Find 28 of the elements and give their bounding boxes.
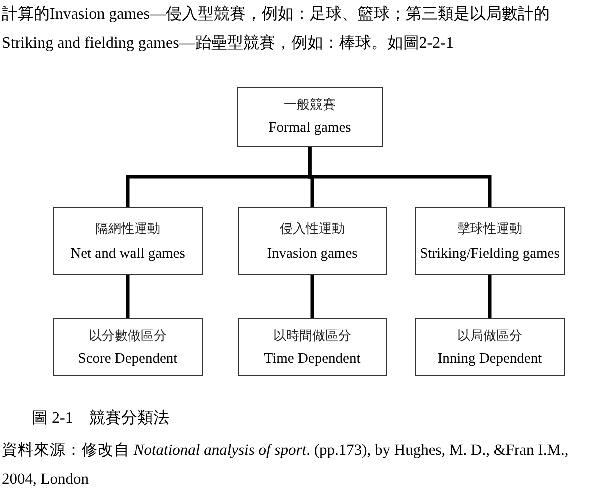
figure-caption: 圖 2-1 競賽分類法	[32, 408, 170, 429]
category-box	[415, 207, 565, 275]
english-label: Score Dependent	[77, 351, 179, 368]
criterion-box	[53, 318, 203, 376]
chinese-label: 侵入性運動	[279, 220, 346, 238]
body-paragraph: 計算的Invasion games—侵入型競賽，例如：足球、籃球；第三類是以局數計的Striking and fielding games—跆壘型競賽，例如：棒球。如圖2-2-1	[2, 4, 551, 54]
chinese-label: 擊球性運動	[456, 220, 524, 238]
english-label: Net and wall games	[70, 246, 186, 263]
english-label: Inning Dependent	[436, 351, 544, 368]
english-label: Invasion games	[266, 246, 359, 263]
chinese-label: 以分數做區分	[88, 327, 168, 345]
connector-line	[126, 275, 130, 318]
chinese-label: 一般競賽	[283, 96, 337, 114]
chinese-label: 以局做區分	[456, 327, 524, 345]
chinese-label: 以時間做區分	[272, 327, 352, 345]
source-note: 資料來源：修改自 Notational analysis of sport. (pp.173), by Hughes, M. D., &Fran I.M., 2004, London	[2, 441, 570, 490]
connector-line	[488, 275, 492, 318]
category-box	[53, 207, 203, 275]
chinese-label: 隔網性運動	[94, 220, 162, 238]
connector-line	[310, 275, 314, 318]
criterion-box	[415, 318, 565, 376]
root-box	[237, 87, 383, 147]
english-label: Striking/Fielding games	[419, 246, 561, 263]
criterion-box	[238, 318, 387, 376]
english-label: Time Dependent	[263, 351, 362, 368]
category-box	[238, 207, 387, 275]
connector-line	[308, 147, 492, 207]
english-label: Formal games	[268, 120, 352, 137]
